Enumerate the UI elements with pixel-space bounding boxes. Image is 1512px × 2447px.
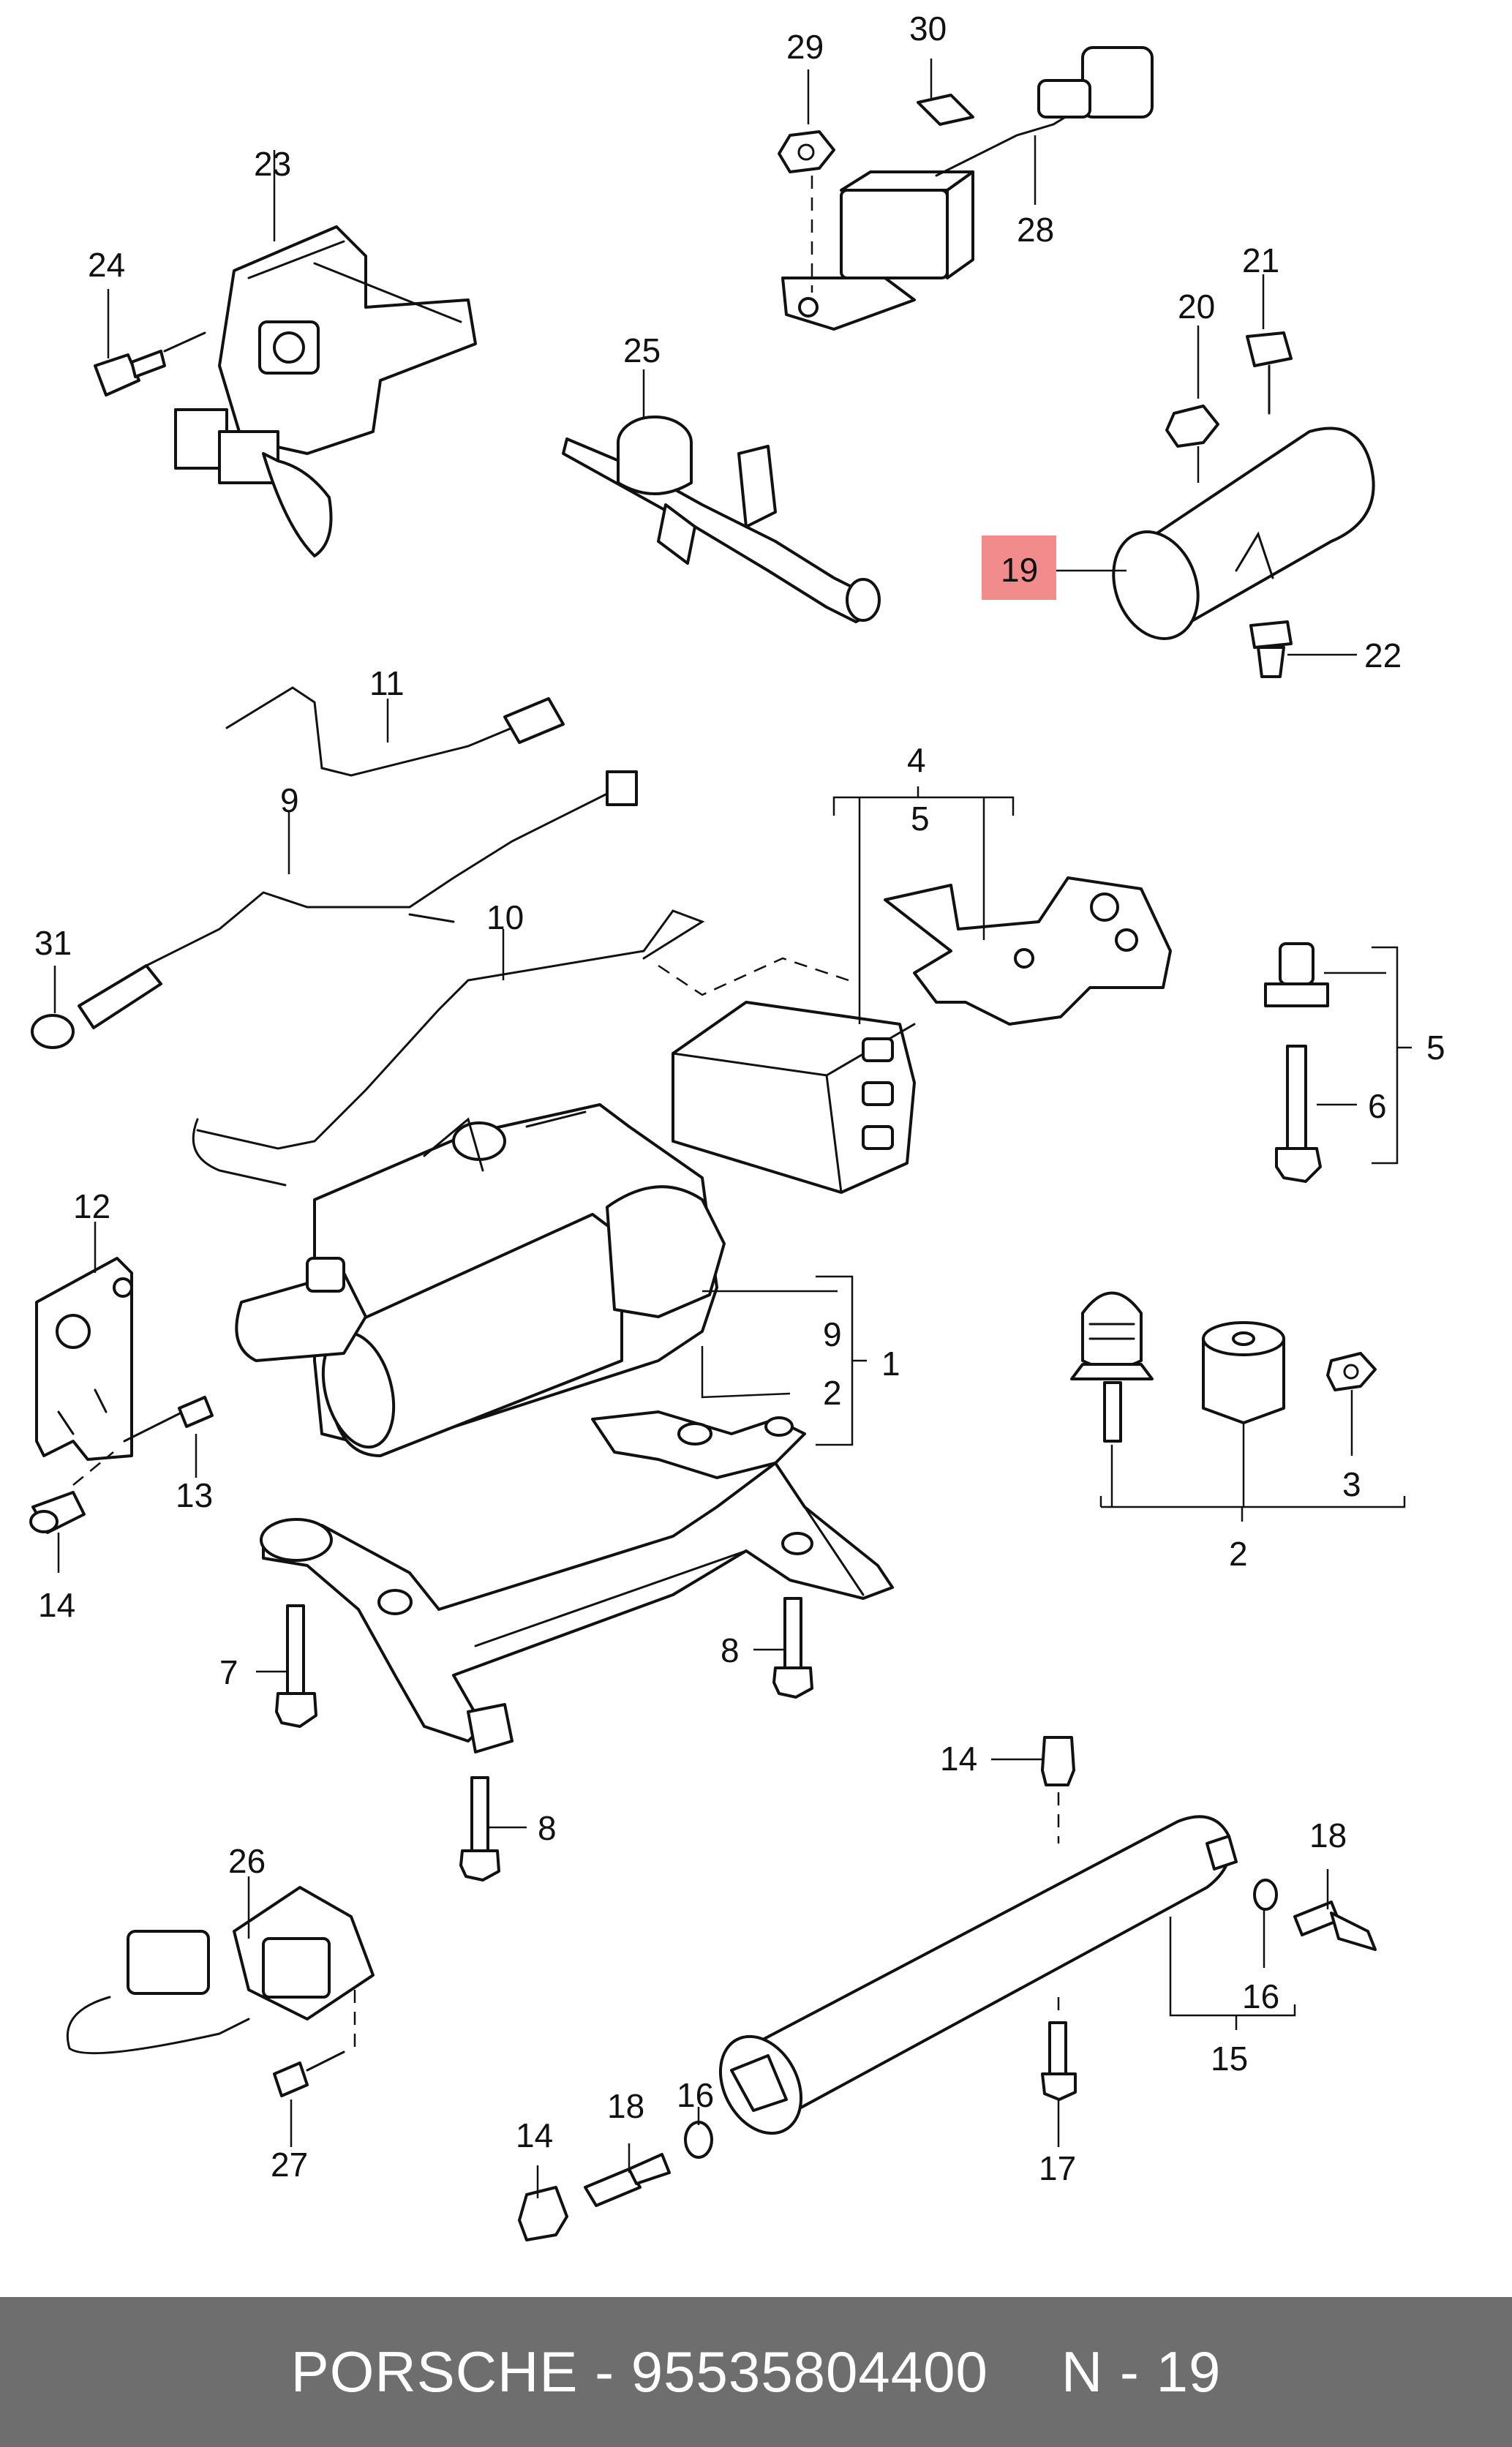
- bolt-8-upper: [753, 1597, 813, 1699]
- nut-29: [778, 69, 835, 293]
- mounting-frame: [260, 1410, 894, 1754]
- relay-unit-4: [672, 1001, 916, 1194]
- callout-3: 3: [1342, 1465, 1361, 1503]
- bracket-group-4-5: [832, 786, 1015, 1024]
- callout-8: 8: [538, 1809, 557, 1847]
- bolt-13: [123, 1396, 214, 1478]
- footer-bar: PORSCHE - 95535804400 N - 19: [0, 2297, 1512, 2447]
- seal-16-right: [1253, 1879, 1278, 1968]
- callout-30: 30: [909, 10, 947, 48]
- accumulator-19: [1053, 426, 1375, 640]
- callout-5: 5: [911, 800, 930, 838]
- part-number: 95535804400: [631, 2339, 988, 2404]
- sensor-26: [66, 1876, 375, 2055]
- callout-18: 18: [1309, 1816, 1347, 1854]
- callout-2: 2: [823, 1374, 842, 1412]
- bushing-14-top: [991, 1736, 1075, 1843]
- callout-6: 6: [1368, 1087, 1387, 1125]
- tube-31: [31, 964, 162, 1049]
- callout-19: 19: [1001, 551, 1038, 589]
- nut-3: [1099, 1352, 1406, 1522]
- callout-24: 24: [88, 246, 125, 284]
- callout-12: 12: [73, 1187, 110, 1225]
- bushing-2: [1202, 1321, 1285, 1424]
- callout-9: 9: [823, 1315, 842, 1353]
- fitting-18-right: [1293, 1869, 1377, 1951]
- air-line-10: [192, 909, 849, 1187]
- callout-31: 31: [34, 924, 72, 962]
- bracket-12: [35, 1222, 133, 1461]
- callout-27: 27: [271, 2146, 308, 2184]
- callout-11: 11: [369, 664, 405, 702]
- bushing-14-bottom: [518, 2165, 568, 2241]
- bushing-5: [1264, 942, 1386, 1007]
- callout-16: 16: [677, 2076, 714, 2114]
- callout-10: 10: [486, 898, 524, 936]
- callout-1: 1: [881, 1345, 900, 1383]
- seal-16-left: [684, 2107, 713, 2159]
- stud-22: [1249, 620, 1357, 678]
- separator: -: [578, 2339, 631, 2404]
- callout-9: 9: [280, 781, 299, 819]
- valve-block-23: [174, 150, 477, 557]
- bolt-24: [94, 289, 206, 396]
- bolt-7: [256, 1604, 317, 1728]
- callout-18: 18: [607, 2087, 644, 2125]
- parts-diagram: 1 2 2 3 4 5 5 6 7 8 8 9 9 10 11 12 13 14…: [29, 10, 1445, 2241]
- callout-14: 14: [38, 1586, 75, 1624]
- compressor-1: [235, 1103, 867, 1457]
- bracket-5: [884, 876, 1172, 1026]
- air-line-11: [225, 686, 565, 777]
- callout-16: 16: [1242, 1977, 1279, 2015]
- bolt-27: [273, 1990, 356, 2147]
- bolt-21: [1246, 274, 1293, 415]
- callout-26: 26: [228, 1842, 266, 1880]
- callout-8: 8: [721, 1631, 740, 1669]
- callout-14: 14: [516, 2116, 553, 2154]
- callout-labels: 1 2 2 3 4 5 5 6 7 8 8 9 9 10 11 12 13 14…: [34, 10, 1445, 2187]
- highlight-box: [982, 535, 1056, 600]
- callout-20: 20: [1178, 287, 1215, 326]
- bolt-17: [1041, 1997, 1077, 2147]
- callout-4: 4: [907, 741, 926, 779]
- bushing-14-left: [29, 1451, 114, 1573]
- bolt-8-lower: [459, 1776, 527, 1882]
- callout-25: 25: [623, 331, 661, 369]
- air-line-9: [145, 770, 638, 967]
- clip-30: [917, 59, 974, 126]
- callout-29: 29: [786, 28, 824, 66]
- callout-23: 23: [254, 145, 291, 183]
- callout-15: 15: [1211, 2040, 1248, 2078]
- callout-7: 7: [219, 1653, 238, 1691]
- check-valve-25: [562, 369, 881, 623]
- callout-14: 14: [940, 1740, 977, 1778]
- brand-name: PORSCHE: [290, 2339, 579, 2404]
- diagram-reference: N - 19: [1061, 2339, 1222, 2404]
- reservoir-15: [718, 1815, 1296, 2135]
- callout-2: 2: [1229, 1535, 1248, 1573]
- sensor-connector-28: [781, 46, 1154, 331]
- nut-20: [1165, 326, 1219, 483]
- callout-21: 21: [1242, 241, 1279, 279]
- callout-28: 28: [1017, 211, 1054, 249]
- callout-13: 13: [176, 1476, 213, 1514]
- callout-5: 5: [1426, 1029, 1445, 1067]
- bolt-6: [1275, 946, 1412, 1183]
- callout-22: 22: [1364, 636, 1402, 674]
- fitting-18-left: [584, 2143, 671, 2207]
- rubber-mount-2: [1070, 1291, 1154, 1443]
- callout-17: 17: [1039, 2149, 1076, 2187]
